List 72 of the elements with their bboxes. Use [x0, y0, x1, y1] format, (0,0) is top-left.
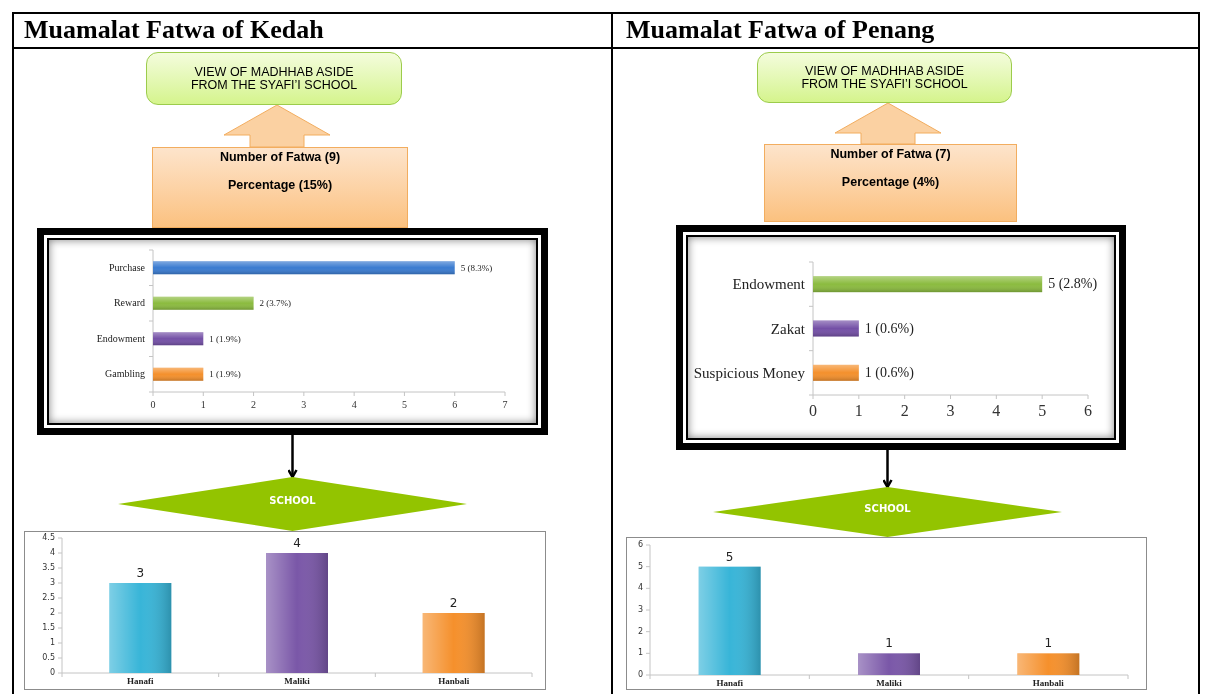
tick-label: 6 [1084, 403, 1092, 419]
rounded-box: VIEW OF MADHHAB ASIDE FROM THE SYAFI’I SCHOOL [146, 52, 402, 105]
value-label: 1 (1.9%) [209, 334, 241, 344]
tick-label: 6 [637, 541, 643, 549]
category-label: Endowment [732, 276, 805, 292]
value-label: 5 [725, 550, 734, 563]
tick-label: 3 [301, 400, 307, 410]
tick-label: 0 [637, 671, 643, 679]
callout-box: Number of Fatwa (9) Percentage (15%) [152, 147, 408, 228]
tick-label: 2.5 [42, 594, 55, 602]
tick-label: 1 [200, 400, 206, 410]
tick-label: 0.5 [42, 654, 55, 662]
tick-label: 4 [351, 400, 357, 410]
tick-label: 2 [251, 400, 257, 410]
category-label: Zakat [770, 321, 805, 336]
tick-label: 1 [49, 639, 55, 647]
value-label: 5 (8.3%) [460, 263, 493, 273]
arrow [287, 435, 298, 479]
value-label: 1 [1044, 637, 1053, 650]
value-label: 1 (1.9%) [209, 369, 241, 379]
tick-label: 0 [150, 400, 156, 410]
value-label: 1 [885, 637, 893, 650]
category-label: Hanbali [438, 677, 470, 686]
tick-label: 2 [637, 627, 643, 636]
decision-diamond: SCHOOL [118, 477, 467, 531]
category-label: Hanbali [1032, 679, 1064, 688]
tick-label: 1 [637, 649, 643, 658]
value-label: 2 (3.7%) [259, 298, 292, 308]
category-label: Purchase [108, 262, 145, 273]
tick-label: 2 [900, 403, 909, 419]
category-label: Endowment [96, 333, 145, 344]
value-label: 5 (2.8%) [1048, 277, 1098, 292]
category-label: Hanafi [127, 677, 154, 686]
rounded-box: VIEW OF MADHHAB ASIDE FROM THE SYAFI’I SCHOOL [757, 52, 1012, 103]
tick-label: 1 [854, 403, 863, 419]
value-label: 1 (0.6%) [864, 365, 914, 380]
category-label: Maliki [876, 679, 902, 688]
value-label: 3 [136, 567, 145, 579]
tick-label: 3 [637, 606, 643, 614]
category-label: Maliki [284, 677, 310, 686]
value-label: 1 (0.6%) [864, 321, 914, 336]
tick-label: 7 [502, 400, 508, 410]
tick-label: 4 [992, 403, 1001, 419]
tick-label: 4 [637, 584, 643, 593]
tick-label: 2 [49, 609, 55, 617]
block-arrow [223, 104, 331, 148]
tick-label: 5 [637, 562, 643, 571]
category-label: Hanafi [716, 679, 743, 688]
tick-label: 6 [452, 400, 458, 410]
tick-label: 3.5 [42, 564, 55, 572]
tick-label: 4.5 [42, 534, 55, 542]
arrow [882, 450, 893, 489]
column-heading: Muamalat Fatwa of Penang [626, 14, 935, 46]
chart-frame [37, 228, 548, 435]
category-label: Suspicious Money [693, 365, 805, 381]
chart-frame [676, 225, 1126, 450]
column-heading: Muamalat Fatwa of Kedah [24, 14, 324, 46]
tick-label: 4 [49, 549, 55, 557]
tick-label: 5 [1038, 403, 1047, 419]
tick-label: 3 [49, 579, 55, 587]
tick-label: 3 [946, 403, 955, 419]
block-arrow [834, 102, 942, 145]
value-label: 2 [449, 597, 458, 609]
decision-diamond: SCHOOL [713, 487, 1062, 537]
value-label: 4 [293, 537, 301, 549]
category-label: Gambling [105, 369, 145, 380]
tick-label: 5 [401, 400, 407, 410]
category-label: Reward [113, 298, 145, 309]
tick-label: 0 [809, 403, 817, 419]
tick-label: 1.5 [42, 624, 55, 632]
callout-box: Number of Fatwa (7) Percentage (4%) [764, 144, 1017, 222]
tick-label: 0 [49, 669, 55, 677]
